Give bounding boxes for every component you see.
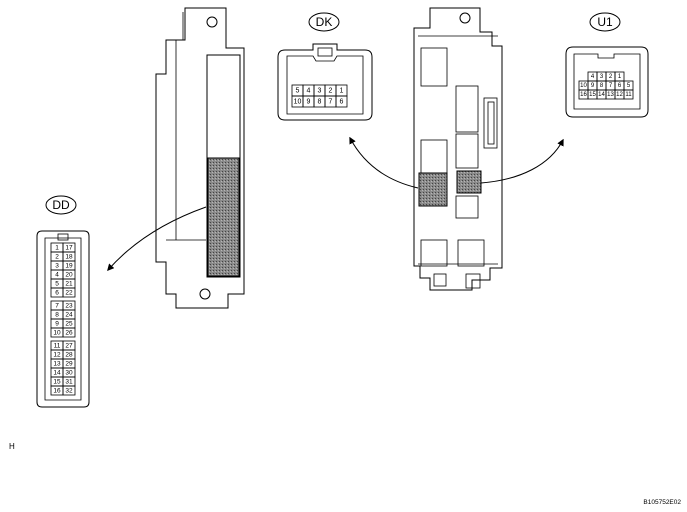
mount-hole-bottom [199, 288, 211, 300]
u1-pin-4: 4 [591, 74, 595, 80]
dd-pin-1: 1 [55, 245, 59, 252]
dd-pin-13: 13 [53, 361, 61, 368]
u1-pin-13: 13 [607, 92, 614, 98]
u1-pin-11-cell [623, 89, 634, 100]
dd-pin-25: 25 [65, 321, 73, 328]
dd-pin-31: 31 [65, 379, 73, 386]
dk-pin-3: 3 [318, 88, 322, 95]
dd-pin-12: 12 [53, 352, 61, 359]
dd-pin-3: 3 [55, 263, 59, 270]
dd-pin-21: 21 [65, 281, 73, 288]
figure-code: B105752E02 [643, 499, 681, 506]
dd-connector-location [207, 157, 240, 277]
dd-pin-27: 27 [65, 343, 73, 350]
u1-label: U1 [597, 15, 613, 29]
u1-label-oval [589, 12, 621, 32]
dd-pin-28: 28 [65, 352, 73, 359]
dk-connector-location [418, 172, 448, 207]
arrow-to-dd [107, 206, 207, 272]
left-ecu-side-view [155, 7, 245, 309]
dd-pin-32: 32 [65, 388, 73, 395]
dd-connector: DD 1 17 2 18 3 19 4 20 5 21 6 22 7 23 8 24 9 25 10 26 11 27 12… [36, 195, 90, 408]
dk-pin-7: 7 [329, 99, 333, 106]
dd-pin-18: 18 [65, 254, 73, 261]
dd-pin-26: 26 [65, 330, 73, 337]
dd-pin-32-cell [62, 385, 76, 396]
dd-pin-23: 23 [65, 303, 73, 310]
dd-pin-19: 19 [65, 263, 73, 270]
dk-pin-5: 5 [296, 88, 300, 95]
u1-pin-14: 14 [598, 92, 605, 98]
dd-label: DD [52, 198, 70, 212]
dd-pin-20: 20 [65, 272, 73, 279]
dd-pin-9: 9 [55, 321, 59, 328]
dd-pin-22: 22 [65, 290, 73, 297]
dk-pin-6-cell [335, 95, 348, 108]
arrow-to-dk [349, 136, 419, 189]
dd-pin-10: 10 [53, 330, 61, 337]
dd-pin-15: 15 [53, 379, 61, 386]
u1-pin-8: 8 [600, 83, 604, 89]
dd-pin-24: 24 [65, 312, 73, 319]
u1-pin-15: 15 [589, 92, 596, 98]
u1-pin-16: 16 [580, 92, 587, 98]
dd-pin-29: 29 [65, 361, 73, 368]
arrow-to-u1 [480, 138, 564, 184]
u1-pin-1: 1 [618, 74, 622, 80]
u1-pin-11: 11 [625, 92, 632, 98]
dd-pin-6: 6 [55, 290, 59, 297]
dk-pin-10: 10 [294, 99, 302, 106]
dk-pin-4: 4 [307, 88, 311, 95]
corner-letter: H [9, 442, 15, 451]
mount-hole-top-right [459, 12, 471, 24]
dd-pin-11: 11 [54, 343, 61, 350]
dd-pin-16: 16 [53, 388, 61, 395]
dk-pin-1: 1 [340, 88, 344, 95]
dd-pin-grid: 1 17 2 18 3 19 4 20 5 21 6 22 7 23 8 24 9 25 10 26 11 27 12 28 1… [50, 242, 76, 396]
dd-pin-26-cell [62, 327, 76, 338]
dd-label-oval [45, 195, 77, 215]
u1-pin-6: 6 [618, 83, 622, 89]
dk-label: DK [316, 15, 333, 29]
u1-pin-2: 2 [609, 74, 613, 80]
u1-pin-3: 3 [600, 74, 604, 80]
u1-pin-10: 10 [580, 83, 587, 89]
dd-pin-30: 30 [65, 370, 73, 377]
dd-pin-8: 8 [55, 312, 59, 319]
dd-pin-14: 14 [53, 370, 61, 377]
u1-pin-7: 7 [609, 83, 613, 89]
mount-hole-top [206, 16, 218, 28]
u1-connector-location [456, 170, 482, 194]
dk-label-oval [308, 12, 340, 32]
dd-pin-17: 17 [65, 245, 73, 252]
dd-pin-2: 2 [55, 254, 59, 261]
dd-pin-22-cell [62, 287, 76, 298]
dk-pin-2: 2 [329, 88, 333, 95]
dk-pin-8: 8 [318, 99, 322, 106]
dd-pin-5: 5 [55, 281, 59, 288]
dk-pin-9: 9 [307, 99, 311, 106]
u1-pin-5: 5 [627, 83, 631, 89]
u1-pin-12: 12 [616, 92, 623, 98]
dd-pin-7: 7 [55, 303, 59, 310]
right-ecu-front-view [413, 7, 503, 291]
dd-pin-4: 4 [55, 272, 59, 279]
dk-pin-6: 6 [340, 99, 344, 106]
u1-pin-9: 9 [591, 83, 595, 89]
